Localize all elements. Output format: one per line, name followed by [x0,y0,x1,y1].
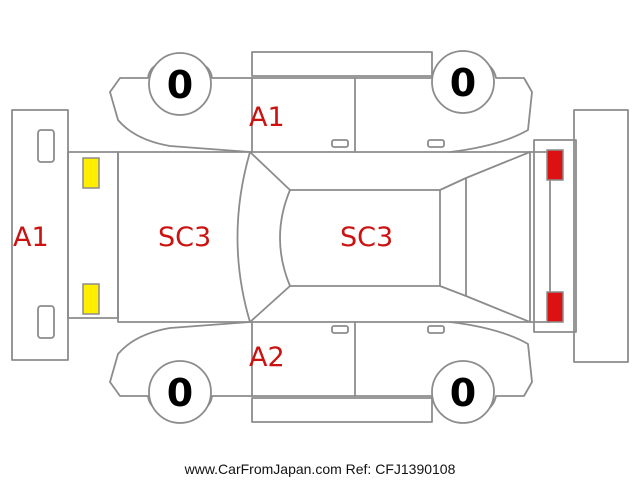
upper-side-panel [109,51,533,153]
tire-depth-rear-left: 0 [450,61,476,105]
headlamp-upper [82,157,100,189]
tire-front-right: 0 [148,360,212,424]
damage-code-upper-front-fender: A1 [249,102,285,133]
tire-depth-front-left: 0 [167,63,193,107]
damage-code-lower-front-fender: A2 [249,342,285,373]
headlamp-lower [82,283,100,315]
damage-code-front-bumper: A1 [13,222,49,253]
taillamp-upper [546,149,564,181]
front-bumper [11,109,69,361]
taillamp-lower [546,291,564,323]
footer-reference: www.CarFromJapan.com Ref: CFJ1390108 [184,461,456,477]
rear-bumper [573,109,629,363]
damage-code-roof: SC3 [340,222,393,253]
tire-rear-right: 0 [431,360,495,424]
tire-front-left: 0 [148,52,212,116]
lower-side-panel [109,321,533,423]
tire-depth-front-right: 0 [167,371,193,415]
damage-code-hood: SC3 [158,222,211,253]
rear-lamp-housing [533,139,577,333]
tire-rear-left: 0 [431,50,495,114]
tire-depth-rear-right: 0 [450,371,476,415]
car-body-outline [67,151,551,323]
